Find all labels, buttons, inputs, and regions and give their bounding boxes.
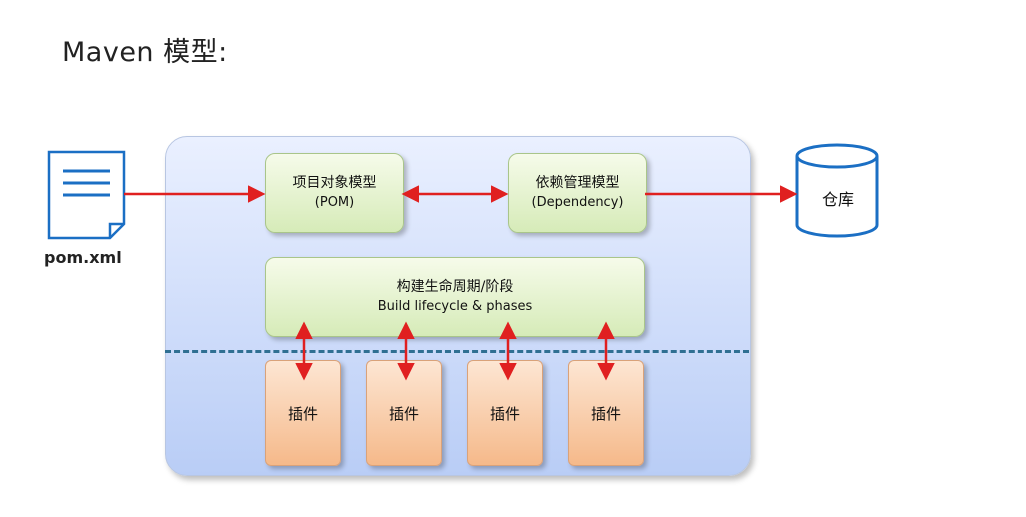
page-title: Maven 模型: <box>62 37 228 68</box>
dependency-model-label: 依赖管理模型 <box>535 175 620 191</box>
plugin-label: 插件 <box>590 404 621 423</box>
lifecycle-box: 构建生命周期/阶段 Build lifecycle & phases <box>265 257 645 337</box>
dependency-model-box: 依赖管理模型 (Dependency) <box>508 153 647 233</box>
plugin-label: 插件 <box>388 404 419 423</box>
pom-file-label: pom.xml <box>44 248 122 267</box>
plugin-label: 插件 <box>287 404 318 423</box>
lifecycle-sublabel: Build lifecycle & phases <box>377 299 533 314</box>
document-icon <box>47 150 126 240</box>
repository-label: 仓库 <box>821 190 854 209</box>
database-icon <box>795 143 879 238</box>
plugin-label: 插件 <box>489 404 520 423</box>
project-object-model-sublabel: (POM) <box>314 195 355 210</box>
dependency-model-sublabel: (Dependency) <box>531 195 624 210</box>
lifecycle-label: 构建生命周期/阶段 <box>396 279 514 295</box>
project-object-model-label: 项目对象模型 <box>292 175 377 191</box>
divider-dashed-line <box>165 350 749 353</box>
plugin-box: 插件 <box>265 360 341 466</box>
